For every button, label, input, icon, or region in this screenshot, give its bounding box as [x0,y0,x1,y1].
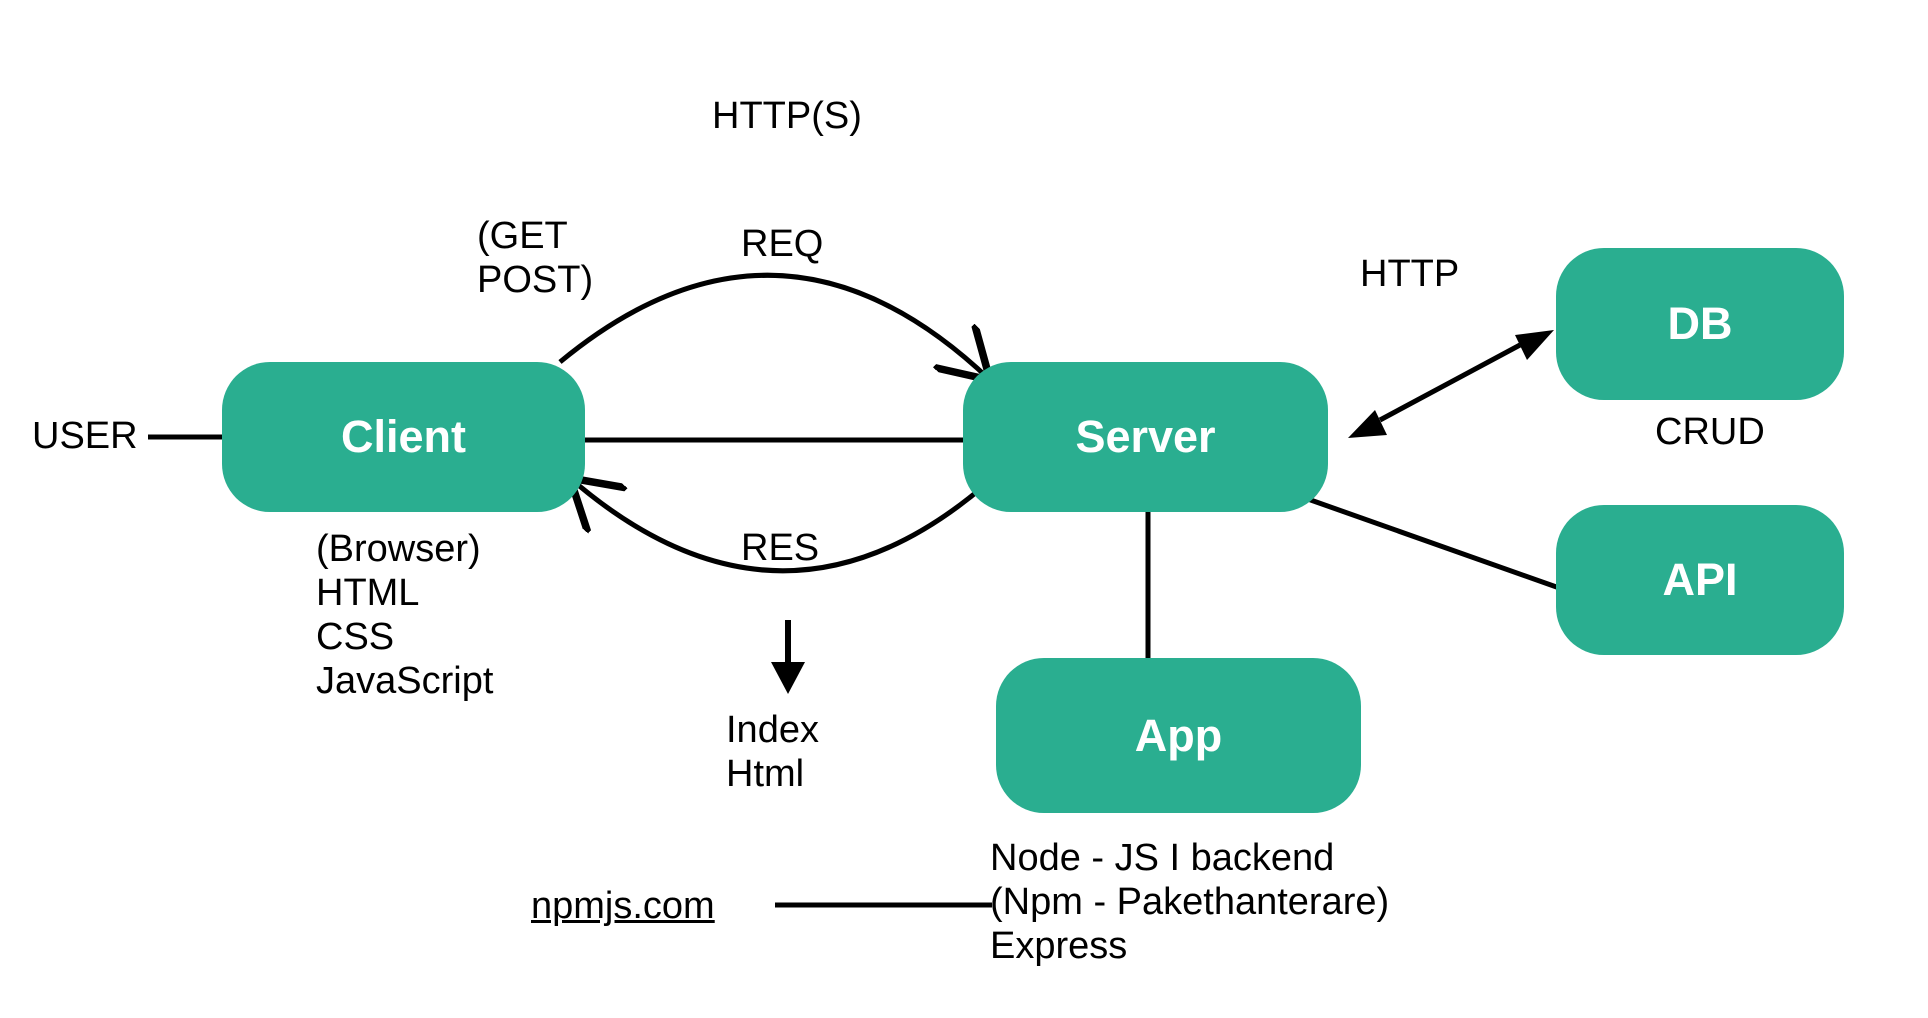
crud-label: CRUD [1655,411,1765,453]
api-node[interactable]: API [1556,505,1844,655]
app-info-label: Node - JS I backend (Npm - Pakethanterar… [990,837,1390,967]
app-node[interactable]: App [996,658,1361,813]
res-arrow [570,478,987,574]
server-node[interactable]: Server [963,362,1328,512]
req-arrow [558,272,990,380]
res-label: RES [741,527,820,569]
client-tech-label: (Browser) HTML CSS JavaScript [316,528,494,702]
npmjs-link[interactable]: npmjs.com [531,885,715,927]
server-api-connector [1304,495,1566,593]
http-label: HTTP [1360,253,1460,295]
https-label: HTTP(S) [712,95,862,137]
server-arrowhead [1348,410,1387,438]
server-db-connector [1378,342,1522,423]
client-node[interactable]: Client [222,362,585,512]
user-label: USER [32,415,138,457]
db-arrowhead [1515,330,1554,360]
db-node[interactable]: DB [1556,248,1844,400]
req-label: REQ [741,223,824,265]
get-post-label: (GET POST) [477,215,594,301]
index-down-arrowhead [771,662,805,694]
index-html-label: Index Html [726,709,819,795]
